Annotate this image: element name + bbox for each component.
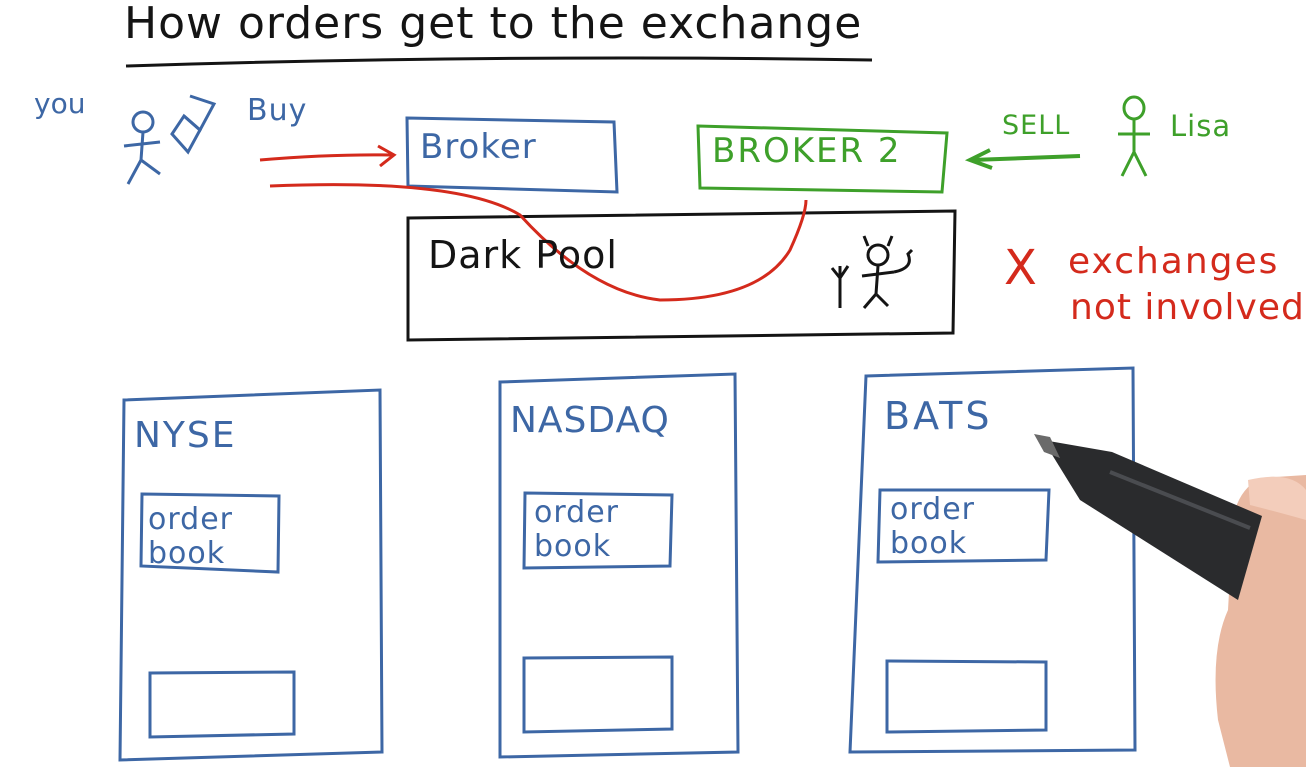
bats-lower-box bbox=[885, 659, 1048, 734]
page-title: How orders get to the exchange bbox=[124, 0, 863, 49]
dark-pool-route bbox=[269, 183, 808, 302]
nyse-lower-box bbox=[148, 670, 296, 739]
laptop-icon bbox=[170, 94, 217, 155]
dark-pool-label: Dark Pool bbox=[428, 233, 618, 277]
pen-hand-icon bbox=[1034, 434, 1306, 767]
broker2-box bbox=[696, 124, 949, 194]
note-line-2: not involved bbox=[1070, 287, 1305, 328]
buy-label: Buy bbox=[247, 93, 308, 128]
nyse-order-book-label: order book bbox=[148, 503, 233, 571]
devil-icon bbox=[830, 235, 914, 309]
order-book-line-1: order bbox=[148, 502, 233, 537]
order-book-line-2: book bbox=[890, 526, 968, 561]
nyse-box bbox=[118, 388, 384, 762]
bats-order-book-label: order book bbox=[890, 493, 975, 561]
order-book-line-1: order bbox=[890, 492, 975, 527]
exchange-name-nasdaq: NASDAQ bbox=[510, 400, 670, 441]
exchange-name-nyse: NYSE bbox=[134, 415, 237, 456]
stick-figure-lisa-icon bbox=[1118, 95, 1150, 177]
x-mark: X bbox=[1004, 240, 1037, 296]
sell-arrow bbox=[971, 154, 1081, 162]
order-book-line-2: book bbox=[148, 536, 226, 571]
nasdaq-lower-box bbox=[522, 655, 674, 734]
exchange-name-bats: BATS bbox=[884, 394, 993, 438]
broker2-label: BROKER 2 bbox=[712, 131, 902, 171]
sell-label: SELL bbox=[1002, 110, 1071, 141]
order-book-line-1: order bbox=[534, 495, 619, 530]
nasdaq-order-book-label: order book bbox=[534, 496, 619, 564]
you-label: you bbox=[34, 87, 86, 120]
broker-box bbox=[405, 116, 619, 194]
order-book-line-2: book bbox=[534, 529, 612, 564]
nyse-order-book-box bbox=[139, 492, 281, 574]
bats-order-book-box bbox=[876, 488, 1051, 564]
stick-figure-you-icon bbox=[123, 110, 161, 185]
bats-box bbox=[848, 366, 1137, 754]
broker-label: Broker bbox=[420, 127, 537, 167]
nasdaq-order-book-box bbox=[522, 491, 674, 570]
title-underline bbox=[125, 56, 873, 68]
lisa-label: Lisa bbox=[1170, 109, 1232, 143]
note-line-1: exchanges bbox=[1068, 241, 1280, 282]
nasdaq-box bbox=[498, 372, 740, 759]
dark-pool-box bbox=[406, 209, 957, 342]
buy-arrow bbox=[259, 153, 393, 162]
